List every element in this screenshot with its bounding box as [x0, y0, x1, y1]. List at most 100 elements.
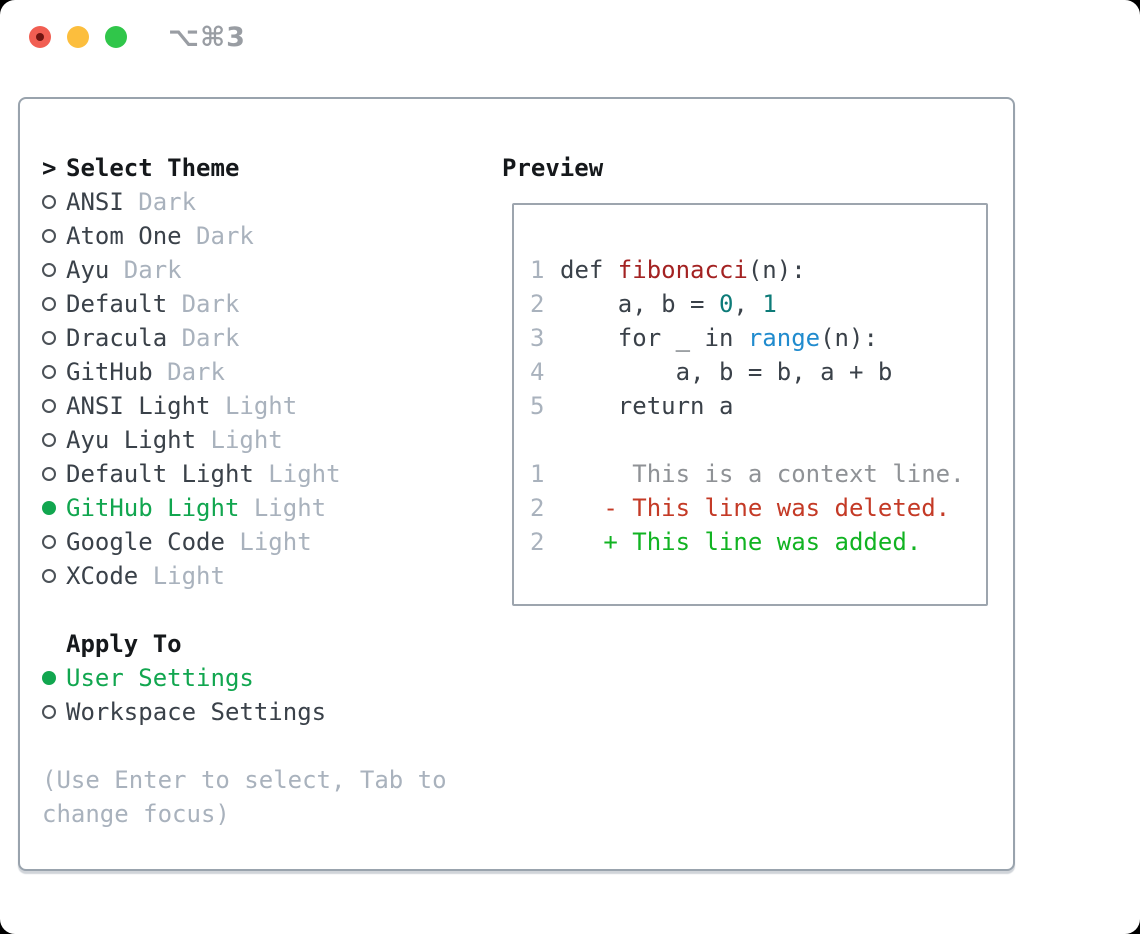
code-line: 3 for _ in range(n):: [530, 321, 986, 355]
line-number: 3: [530, 324, 545, 352]
code-segment-context: This is a context line.: [560, 460, 965, 488]
radio-unselected-icon: [42, 195, 66, 209]
zoom-button[interactable]: [105, 26, 127, 48]
theme-option-ayu-light[interactable]: Ayu Light Light: [42, 423, 492, 457]
radio-unselected-icon: [42, 263, 66, 277]
theme-option-google-code[interactable]: Google Code Light: [42, 525, 492, 559]
option-variant-label: Light: [224, 528, 312, 556]
code-segment-deleted: - This line was deleted.: [560, 494, 951, 522]
code-segment-code: (n):: [747, 256, 806, 284]
minimize-button[interactable]: [67, 26, 89, 48]
option-label: Ayu: [66, 256, 110, 284]
option-label: ANSI Light: [66, 392, 211, 420]
code-segment-number: 0: [718, 290, 734, 318]
theme-option-default[interactable]: Default Dark: [42, 287, 492, 321]
code-segment-code: a, b = b, a + b: [560, 358, 893, 386]
theme-picker-title: Select Theme: [66, 154, 240, 182]
option-variant-label: Light: [138, 562, 225, 590]
option-variant-label: Dark: [167, 324, 240, 352]
theme-option-dracula[interactable]: Dracula Dark: [42, 321, 492, 355]
line-number: 2: [530, 494, 545, 522]
theme-picker-header-row: > Select Theme: [42, 151, 492, 185]
hint-text: (Use Enter to select, Tab to change focu…: [42, 766, 447, 828]
theme-option-default-light[interactable]: Default Light Light: [42, 457, 492, 491]
code-segment-function: fibonacci: [617, 256, 748, 284]
option-variant-label: Dark: [181, 222, 254, 250]
apply-option-workspace-settings[interactable]: Workspace Settings: [42, 695, 492, 729]
line-number: 1: [530, 256, 545, 284]
code-segment-added: + This line was added.: [560, 528, 922, 556]
radio-unselected-icon: [42, 433, 66, 447]
code-line: 4 a, b = b, a + b: [530, 355, 986, 389]
radio-unselected-icon: [42, 705, 66, 719]
option-label: Workspace Settings: [66, 698, 327, 726]
theme-option-ayu[interactable]: Ayu Dark: [42, 253, 492, 287]
option-label: Dracula: [66, 324, 168, 352]
option-variant-label: Light: [239, 494, 327, 522]
line-number: 2: [530, 528, 545, 556]
line-number: 1: [530, 460, 545, 488]
option-variant-label: Dark: [123, 188, 197, 216]
radio-unselected-icon: [42, 569, 66, 583]
radio-unselected-icon: [42, 467, 66, 481]
theme-option-ansi-light[interactable]: ANSI Light Light: [42, 389, 492, 423]
theme-option-atom-one[interactable]: Atom One Dark: [42, 219, 492, 253]
code-segment-code: a, b =: [560, 290, 719, 318]
option-variant-label: Dark: [152, 358, 225, 386]
close-dot-icon: [36, 33, 44, 41]
apply-option-user-settings[interactable]: User Settings: [42, 661, 492, 695]
option-label: GitHub Light: [66, 494, 240, 522]
option-label: Ayu Light: [66, 426, 197, 454]
code-line: [530, 423, 986, 457]
code-line: 2 - This line was deleted.: [530, 491, 986, 525]
radio-unselected-icon: [42, 399, 66, 413]
spacer: [42, 593, 492, 627]
theme-option-ansi[interactable]: ANSI Dark: [42, 185, 492, 219]
option-label: Default Light: [66, 460, 254, 488]
focus-caret-icon: >: [42, 154, 57, 182]
code-line: 1 def fibonacci(n):: [530, 253, 986, 287]
window-shortcut-label: ⌥⌘3: [168, 22, 246, 53]
code-segment-number: 1: [762, 290, 777, 318]
line-number: 4: [530, 358, 545, 386]
theme-option-xcode[interactable]: XCode Light: [42, 559, 492, 593]
option-variant-label: Dark: [109, 256, 182, 284]
theme-option-github-light[interactable]: GitHub Light Light: [42, 491, 492, 525]
code-segment-code: for _ in: [560, 324, 748, 352]
code-line: 1 This is a context line.: [530, 457, 986, 491]
preview-title: Preview: [502, 154, 604, 182]
radio-unselected-icon: [42, 331, 66, 345]
option-label: Atom One: [66, 222, 182, 250]
radio-unselected-icon: [42, 297, 66, 311]
code-segment-code: ,: [733, 290, 763, 318]
line-number: 5: [530, 392, 545, 420]
theme-option-github[interactable]: GitHub Dark: [42, 355, 492, 389]
option-variant-label: Light: [196, 426, 283, 454]
code-segment-code: return a: [560, 392, 734, 420]
close-button[interactable]: [29, 26, 51, 48]
radio-unselected-icon: [42, 365, 66, 379]
option-variant-label: Light: [253, 460, 341, 488]
titlebar: ⌥⌘3: [0, 0, 1140, 75]
option-variant-label: Dark: [167, 290, 240, 318]
apply-to-header-row: Apply To: [42, 627, 492, 661]
option-label: GitHub: [66, 358, 153, 386]
code-line: 2 + This line was added.: [530, 525, 986, 559]
code-line: 2 a, b = 0, 1: [530, 287, 986, 321]
option-label: ANSI: [66, 188, 124, 216]
option-label: Google Code: [66, 528, 225, 556]
code-segment-code: def: [560, 256, 618, 284]
option-label: User Settings: [66, 664, 254, 692]
option-variant-label: Light: [210, 392, 298, 420]
option-label: Default: [66, 290, 168, 318]
apply-to-title: Apply To: [66, 630, 182, 658]
code-segment-code: (n):: [820, 324, 878, 352]
radio-selected-icon: [42, 501, 66, 515]
